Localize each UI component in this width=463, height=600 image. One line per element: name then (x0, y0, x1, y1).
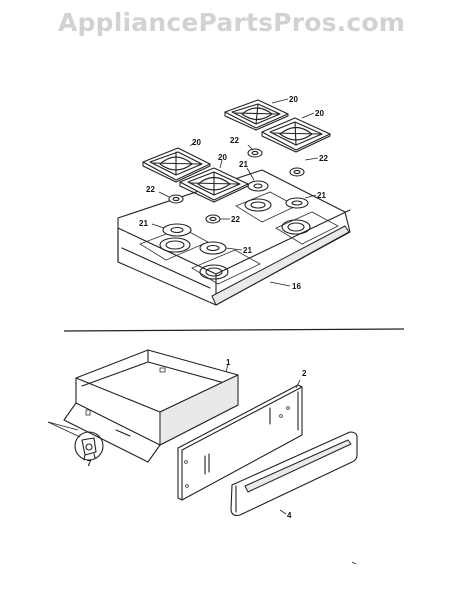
burner-seal-2[interactable] (205, 214, 221, 224)
label-cap-a: 21 (239, 160, 248, 169)
label-drawer-body: 1 (226, 358, 231, 367)
burner-grate-2[interactable] (179, 167, 249, 203)
label-roller: 7 (87, 459, 92, 468)
label-cap-c: 21 (139, 219, 148, 228)
burner-grate-4[interactable] (261, 117, 331, 153)
burner-well-right-rear (275, 211, 339, 245)
label-seal-b: 22 (319, 154, 328, 163)
label-drawer-front: 2 (302, 369, 307, 378)
watermark: AppliancePartsPros.com (57, 8, 406, 37)
label-seal-d: 22 (231, 215, 240, 224)
burner-well-right-front (191, 249, 261, 285)
burner-grate-3[interactable] (224, 99, 289, 131)
burner-seal-1[interactable] (168, 194, 184, 204)
burner-cap-4[interactable] (285, 197, 309, 209)
drawer-outer-panel[interactable] (230, 431, 358, 516)
drawer-body[interactable] (63, 349, 239, 463)
burner-seal-3[interactable] (247, 148, 263, 158)
cooktop-callouts: 20 20 20 20 22 22 22 22 21 21 21 21 16 (139, 95, 328, 291)
label-grate-b: 20 (315, 109, 324, 118)
label-cap-b: 21 (317, 191, 326, 200)
section-divider (63, 328, 405, 332)
drawer-callouts: 1 2 4 7 (87, 358, 307, 520)
label-seal-c: 22 (146, 185, 155, 194)
label-cooktop: 16 (292, 282, 301, 291)
burner-cap-1[interactable] (162, 223, 192, 237)
label-cap-d: 21 (243, 246, 252, 255)
burner-cap-2[interactable] (199, 241, 227, 255)
drawer-front-panel[interactable] (177, 384, 303, 501)
label-seal-a: 22 (230, 136, 239, 145)
label-drawer-panel: 4 (287, 511, 292, 520)
burner-seal-4[interactable] (289, 167, 305, 177)
label-grate-a: 20 (289, 95, 298, 104)
burner-grate-1[interactable] (142, 147, 211, 183)
label-grate-c: 20 (192, 138, 201, 147)
label-grate-d: 20 (218, 153, 227, 162)
footer-mark (351, 561, 357, 565)
drawer-roller-detail[interactable] (47, 421, 104, 461)
burner-cap-3[interactable] (247, 180, 269, 192)
